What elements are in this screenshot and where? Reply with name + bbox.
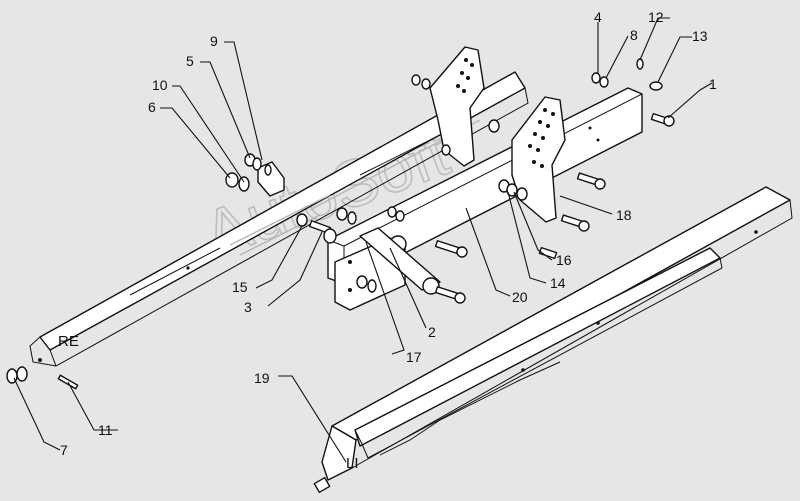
callout-14: 14: [550, 275, 566, 291]
leader-lines: [13, 17, 713, 463]
callout-18: 18: [616, 207, 632, 223]
right-frame-beam: [29, 71, 529, 367]
callout-11: 11: [98, 422, 113, 438]
callout-15: 15: [232, 279, 248, 295]
callout-6: 6: [148, 99, 156, 115]
callout-19: 19: [254, 370, 270, 386]
callout-20: 20: [512, 289, 528, 305]
support-plate: [334, 227, 441, 311]
callout-2: 2: [428, 324, 436, 340]
callout-16: 16: [556, 252, 572, 268]
left-frame-beam: [313, 186, 793, 494]
callout-5: 5: [186, 53, 194, 69]
callout-labels: 1 2 3 4 5 6 7 8 9 10 11 12 13 14 15 16 1…: [60, 9, 717, 458]
callout-12: 12: [648, 9, 664, 25]
callout-13: 13: [692, 28, 708, 44]
callout-4: 4: [594, 9, 602, 25]
gusset-plate-rear: [429, 46, 485, 167]
callout-9: 9: [210, 33, 218, 49]
fasteners: [6, 58, 675, 390]
callout-1: 1: [709, 76, 717, 92]
callout-7: 7: [60, 442, 68, 458]
side-label-left: LI: [346, 455, 359, 472]
side-label-right: RE: [58, 333, 79, 350]
callout-10: 10: [152, 77, 168, 93]
callout-17: 17: [406, 349, 422, 365]
callout-8: 8: [630, 27, 638, 43]
callout-3: 3: [244, 299, 252, 315]
